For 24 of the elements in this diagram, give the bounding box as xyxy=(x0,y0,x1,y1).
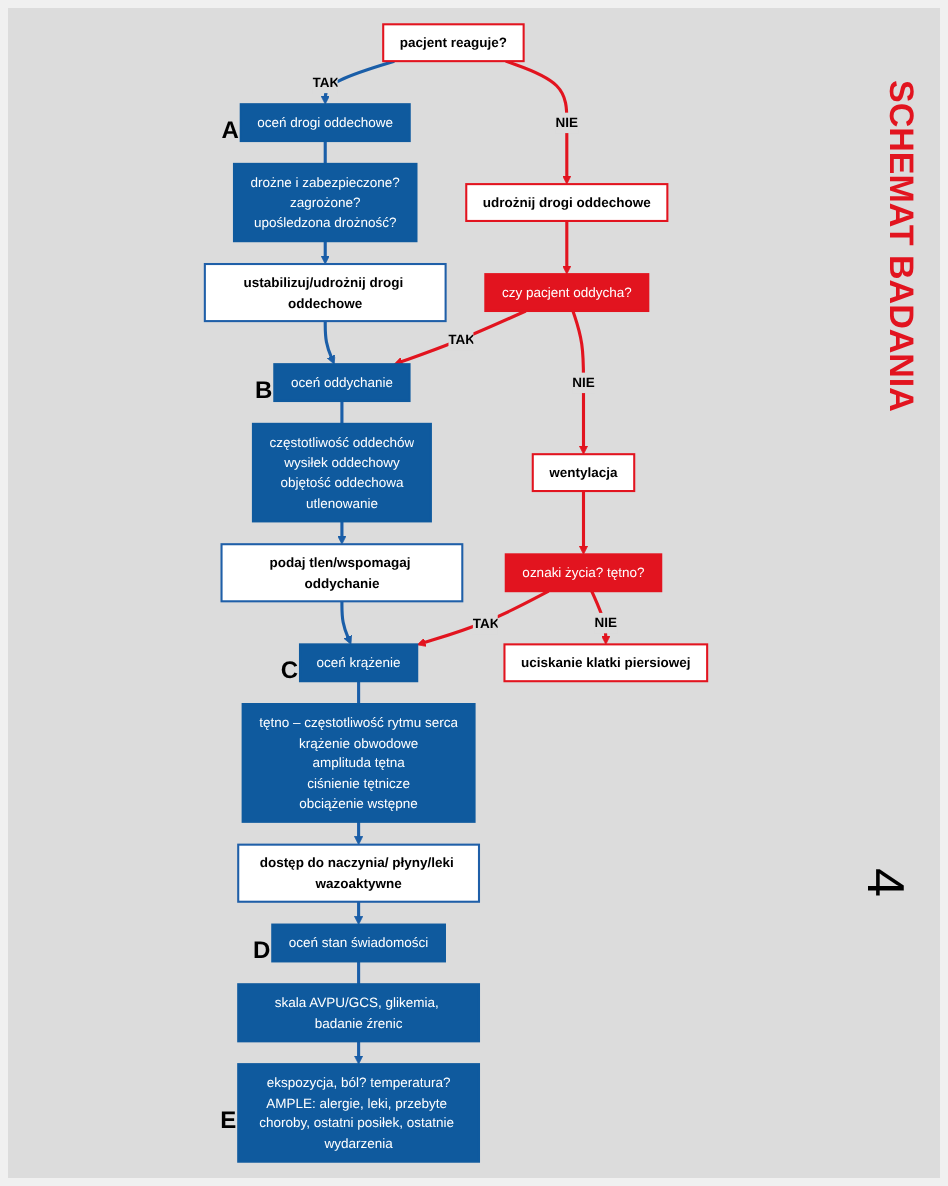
arrow xyxy=(354,901,364,925)
connector-line xyxy=(357,961,361,985)
step-letter: B xyxy=(254,376,273,405)
arrow xyxy=(505,59,572,185)
page-number: 4 xyxy=(854,868,916,897)
arrow xyxy=(354,1041,364,1065)
arrow xyxy=(354,821,364,846)
step-letter: D xyxy=(252,936,271,965)
arrow xyxy=(337,521,347,545)
arrow xyxy=(320,59,395,105)
arrow xyxy=(340,601,352,645)
arrow xyxy=(571,310,589,455)
connector-line xyxy=(323,141,327,164)
title: SCHEMAT BADANIA xyxy=(880,80,920,412)
step-letter: E xyxy=(220,1106,237,1135)
arrow xyxy=(323,321,336,365)
connector-line xyxy=(340,401,344,424)
arrow xyxy=(578,491,589,555)
arrow xyxy=(416,589,550,647)
step-letter: A xyxy=(221,116,239,145)
arrow xyxy=(562,220,572,275)
step-letter: C xyxy=(280,656,298,685)
arrow xyxy=(320,241,330,265)
connector-line xyxy=(357,681,361,705)
